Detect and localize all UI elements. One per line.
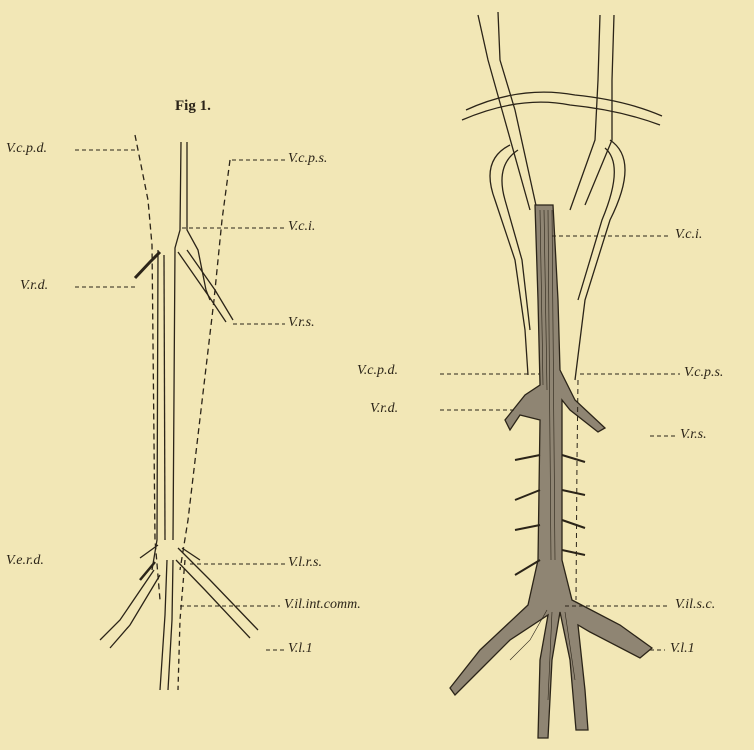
fig1-vci-left-line xyxy=(173,142,181,540)
fig1-trunk-right xyxy=(164,255,165,540)
label-fig2-vrd: V.r.d. xyxy=(370,401,398,417)
label-fig1-vrd: V.r.d. xyxy=(20,278,48,294)
fig1-il-dashed xyxy=(178,560,185,690)
figure-title: Fig 1. xyxy=(175,98,211,115)
label-fig1-vcps: V.c.p.s. xyxy=(288,151,327,167)
fig1-vci-right-line xyxy=(187,142,210,300)
label-fig2-vilsc: V.il.s.c. xyxy=(675,597,715,613)
fig2-upper-left-a xyxy=(478,15,530,210)
label-fig1-vcpd: V.c.p.d. xyxy=(6,141,47,157)
label-fig1-vl1: V.l.1 xyxy=(288,641,313,657)
label-fig2-vl1: V.l.1 xyxy=(670,641,695,657)
figure-1-drawing xyxy=(100,135,258,690)
fig1-iliac-right-outer xyxy=(178,548,258,630)
label-fig1-vlrs: V.l.r.s. xyxy=(288,555,322,571)
fig1-iliac-mid-a xyxy=(160,560,167,690)
fig1-vrd xyxy=(135,252,160,278)
label-fig2-vcpd: V.c.p.d. xyxy=(357,363,398,379)
label-fig1-verd: V.e.r.d. xyxy=(6,553,44,569)
label-fig2-vrs: V.r.s. xyxy=(680,427,707,443)
fig1-vrs xyxy=(187,250,233,320)
figure-2-drawing xyxy=(450,12,662,738)
fig1-vrs-inner xyxy=(178,252,226,322)
fig1-iliac-mid-b xyxy=(168,560,173,690)
fig2-loop-left-2 xyxy=(502,150,530,330)
fig1-iliac-left-outer xyxy=(100,570,154,640)
label-fig2-vci: V.c.i. xyxy=(675,227,702,243)
label-fig1-vilintcomm: V.il.int.comm. xyxy=(284,597,361,613)
fig1-iliac-right-inner xyxy=(176,560,250,638)
fig2-trunk xyxy=(450,205,652,738)
label-fig2-vcps: V.c.p.s. xyxy=(684,365,723,381)
label-fig1-vrs: V.r.s. xyxy=(288,315,315,331)
fig1-iliac-left-inner xyxy=(110,575,160,648)
fig1-vcpd-dashed xyxy=(135,135,160,600)
label-fig1-vci: V.c.i. xyxy=(288,219,315,235)
fig2-upper-left-b xyxy=(498,12,537,210)
